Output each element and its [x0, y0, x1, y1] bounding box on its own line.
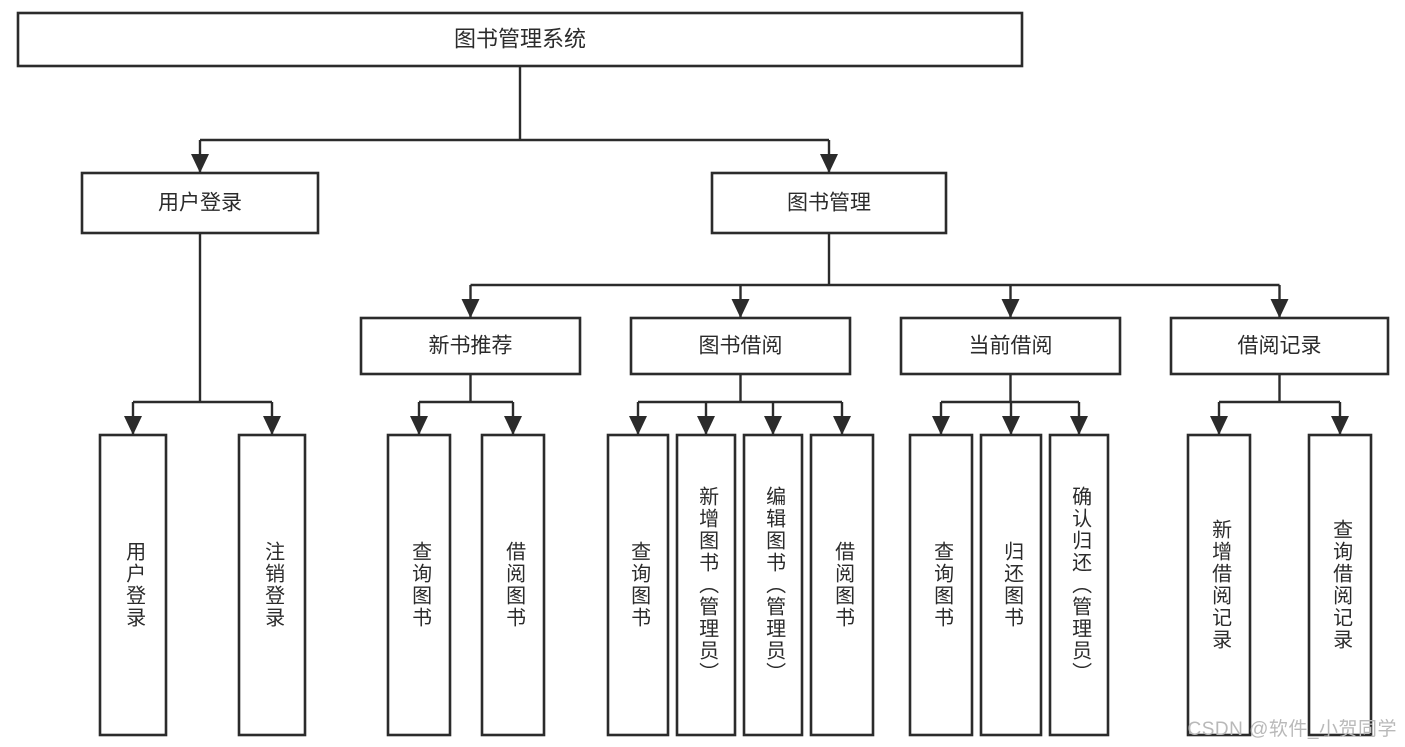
node-label: 图书管理 — [787, 192, 871, 215]
node-box — [809, 433, 875, 737]
edge-group-new-book-recommend — [410, 374, 522, 435]
node-box — [899, 316, 1122, 376]
arrowhead — [191, 154, 209, 173]
node-borrow-record[interactable]: 借阅记录 — [1169, 316, 1390, 376]
node-label: 当前借阅 — [969, 335, 1053, 358]
node-leaf-borrow-book-1[interactable] — [480, 433, 546, 737]
edge-group-root — [191, 66, 838, 173]
node-box — [359, 316, 582, 376]
node-user-login[interactable]: 用户登录 — [80, 171, 320, 235]
node-leaf-return-book[interactable] — [979, 433, 1043, 737]
node-book-borrow[interactable]: 图书借阅 — [629, 316, 852, 376]
node-label: 图书借阅 — [699, 335, 783, 358]
node-leaf-edit-book[interactable] — [742, 433, 804, 737]
node-label: 新书推荐 — [429, 335, 513, 358]
node-leaf-borrow-book-2[interactable] — [809, 433, 875, 737]
node-box — [908, 433, 974, 737]
node-leaf-query-book-3[interactable] — [908, 433, 974, 737]
node-leaf-confirm-return[interactable] — [1048, 433, 1110, 737]
node-leaf-query-book-1[interactable] — [386, 433, 452, 737]
edge-group-current-borrow — [932, 374, 1088, 435]
node-box — [675, 433, 737, 737]
arrowhead — [1331, 416, 1349, 435]
node-leaf-query-book-2[interactable] — [606, 433, 670, 737]
node-leaf-user-logout[interactable] — [237, 433, 307, 737]
arrowhead — [461, 299, 480, 318]
node-root[interactable]: 图书管理系统 — [16, 11, 1024, 68]
node-leaf-query-record[interactable] — [1307, 433, 1373, 737]
node-label: 图书管理系统 — [454, 26, 586, 51]
edge-group-user-login — [124, 233, 281, 435]
node-box — [1169, 316, 1390, 376]
arrowhead — [1210, 416, 1228, 435]
node-leaf-user-login[interactable] — [98, 433, 168, 737]
node-label: 借阅记录 — [1238, 335, 1322, 358]
node-box — [710, 171, 948, 235]
node-box — [237, 433, 307, 737]
node-box — [16, 11, 1024, 68]
arrowhead — [764, 416, 782, 435]
arrowhead — [731, 299, 750, 318]
arrowhead — [629, 416, 647, 435]
node-leaf-add-book[interactable] — [675, 433, 737, 737]
edge-layer — [124, 66, 1349, 435]
node-box — [98, 433, 168, 737]
arrowhead — [504, 416, 522, 435]
arrowhead — [1001, 299, 1020, 318]
arrowhead — [1270, 299, 1289, 318]
node-box — [606, 433, 670, 737]
node-box — [742, 433, 804, 737]
node-box — [480, 433, 546, 737]
node-label: 用户登录 — [158, 192, 242, 215]
arrowhead — [1002, 416, 1020, 435]
node-box — [80, 171, 320, 235]
node-current-borrow[interactable]: 当前借阅 — [899, 316, 1122, 376]
node-box — [629, 316, 852, 376]
arrowhead — [932, 416, 950, 435]
arrowhead — [1070, 416, 1088, 435]
arrowhead — [833, 416, 851, 435]
arrowhead — [263, 416, 281, 435]
arrowhead — [697, 416, 715, 435]
arrowhead — [410, 416, 428, 435]
node-box — [1048, 433, 1110, 737]
watermark-text: CSDN @软件_小贺同学 — [1187, 719, 1397, 740]
edge-group-book-manage — [461, 233, 1289, 318]
node-box — [1307, 433, 1373, 737]
node-new-book-recommend[interactable]: 新书推荐 — [359, 316, 582, 376]
arrowhead — [124, 416, 142, 435]
edge-group-book-borrow — [629, 374, 851, 435]
node-box — [979, 433, 1043, 737]
edge-group-borrow-record — [1210, 374, 1349, 435]
node-book-manage[interactable]: 图书管理 — [710, 171, 948, 235]
node-box — [386, 433, 452, 737]
node-box — [1186, 433, 1252, 737]
node-leaf-add-record[interactable] — [1186, 433, 1252, 737]
arrowhead — [820, 154, 838, 173]
